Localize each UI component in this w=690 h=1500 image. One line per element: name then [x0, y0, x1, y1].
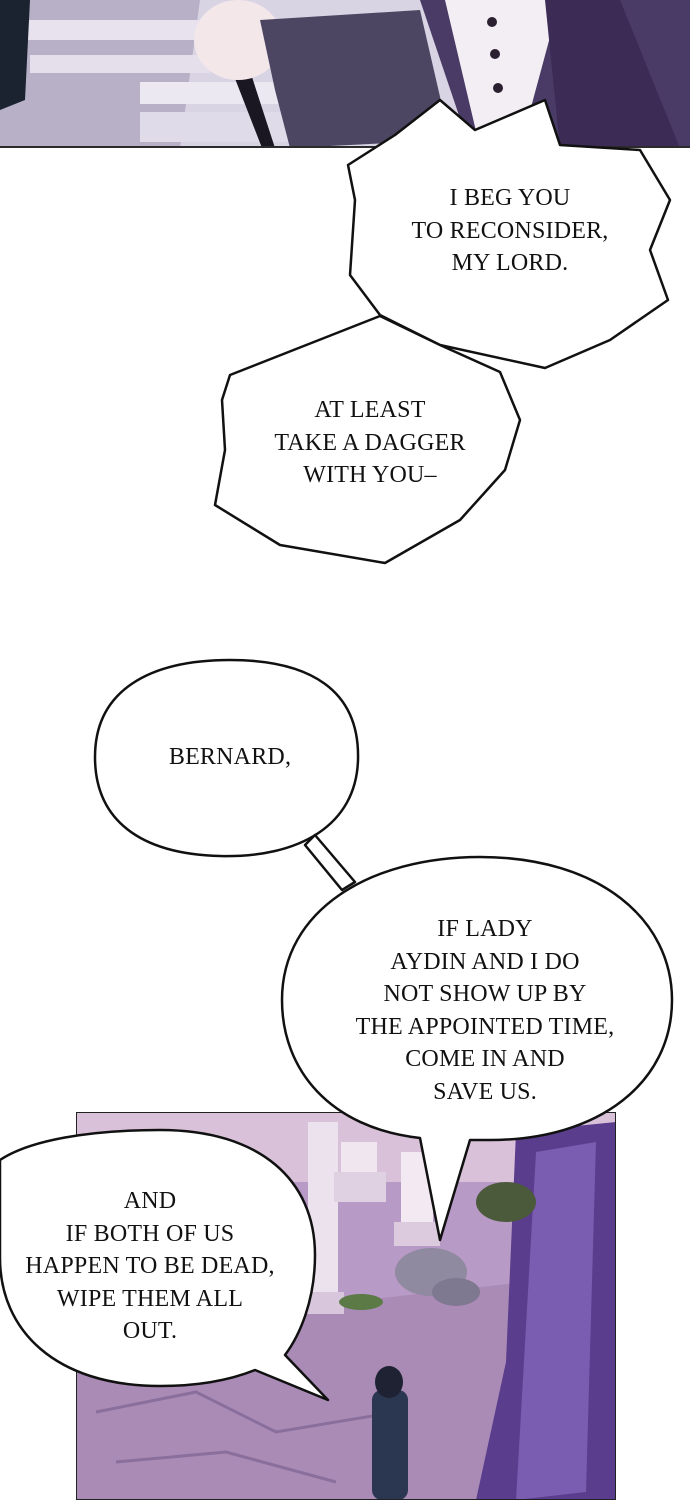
top-illustration-panel	[0, 0, 690, 148]
speech-bubble-1-text: I BEG YOU TO RECONSIDER, MY LORD.	[411, 185, 609, 276]
speech-bubble-4-text: IF LADY AYDIN AND I DO NOT SHOW UP BY TH…	[355, 916, 615, 1105]
speech-bubble-3-text: BERNARD,	[168, 744, 292, 770]
stairs-scene-image	[0, 0, 690, 148]
bubble-connector-tail	[303, 833, 357, 892]
speech-bubble-2-text: AT LEAST TAKE A DAGGER WITH YOU–	[274, 397, 466, 488]
speech-bubble-5-text: AND IF BOTH OF US HAPPEN TO BE DEAD, WIP…	[25, 1188, 275, 1344]
